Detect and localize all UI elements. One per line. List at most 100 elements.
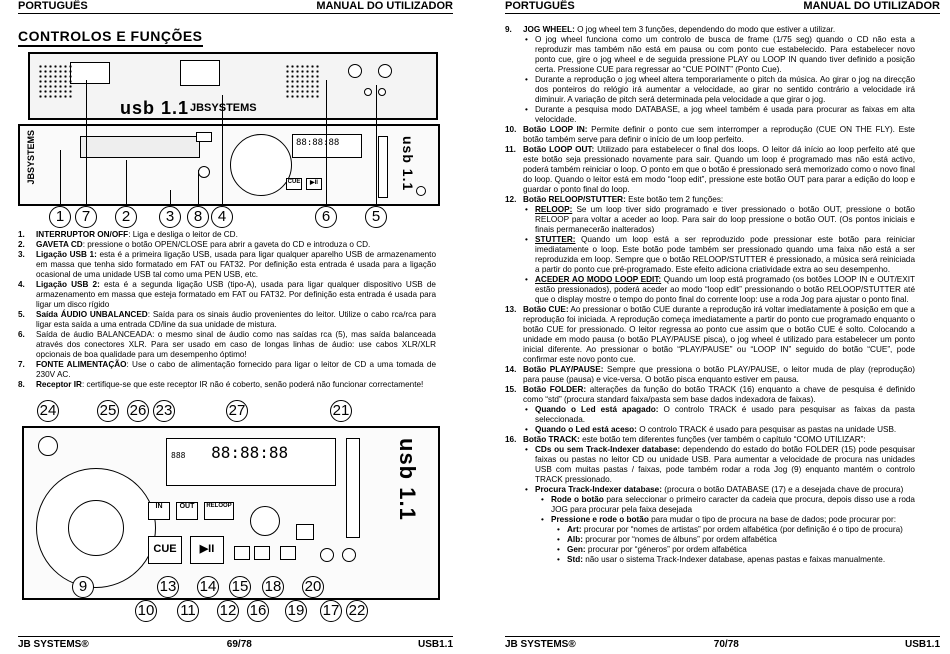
callout-number: 27 (226, 400, 248, 422)
front-display: 88:88:88 (292, 134, 362, 158)
usb-port-icon (196, 132, 212, 142)
list-item: 2.GAVETA CD: pressione o botão OPEN/CLOS… (18, 240, 371, 249)
main-display: 888 88:88:88 (166, 438, 336, 486)
front-brand-logo: JBSYSTEMS (26, 130, 36, 185)
cue-button-icon: CUE (148, 536, 182, 564)
front-panel-illustration: JBSYSTEMS 88:88:88 CUE ▶II usb 1.1 (18, 124, 440, 206)
list-item: 7.FONTE ALIMENTAÇÃO: Use o cabo de alime… (18, 360, 436, 379)
pitch-slider-icon (378, 136, 388, 198)
key-lock-button-icon (280, 546, 296, 560)
callout-number: 8 (187, 206, 209, 228)
page-footer: JB SYSTEMS® 69/78 USB1.1 (18, 636, 453, 650)
item-number: 10. (505, 125, 517, 134)
panel-model-logo: usb 1.1 (395, 438, 420, 521)
list-item: 16.Botão TRACK: este botão tem diferente… (505, 435, 866, 444)
controls-list: 1.INTERRUPTOR ON/OFF: Liga e desliga o l… (18, 230, 436, 390)
sub-item: Durante a pesquisa modo DATABASE, a jog … (505, 105, 915, 125)
footer-model: USB1.1 (417, 639, 453, 650)
display-time: 88:88:88 (211, 443, 289, 462)
list-item: 9.JOG WHEEL: O jog wheel tem 3 funções, … (505, 25, 836, 34)
reloop-button-icon: RELOOP (204, 502, 234, 520)
list-item: 3.Ligação USB 1: esta é a primeira ligaç… (18, 250, 436, 279)
list-item: 6.Saída de áudio BALANCEADA: o mesmo sin… (18, 330, 436, 359)
sub-item: Gen: procurar por “géneros” por ordem al… (505, 545, 915, 555)
vent-icon (38, 64, 72, 98)
vent-icon (285, 64, 319, 98)
footer-page-number: 69/78 (226, 639, 252, 650)
warning-label-icon (180, 60, 220, 86)
callout-number: 23 (153, 400, 175, 422)
sub-item: Art: procurar por “nomes de artistas” po… (505, 525, 915, 535)
rear-brand-logo: JBSYSTEMS (190, 102, 257, 114)
page-footer: JB SYSTEMS® 70/78 USB1.1 (505, 636, 940, 650)
callout-number: 3 (159, 206, 181, 228)
callout-number: 7 (75, 206, 97, 228)
search-forward-button-icon (254, 546, 270, 560)
rca-connector-icon (378, 88, 386, 96)
pitch-plus-button-icon (342, 548, 356, 562)
left-page: PORTUGUÊS MANUAL DO UTILIZADOR CONTROLOS… (18, 0, 453, 650)
callout-number: 18 (262, 576, 284, 598)
header-language: PORTUGUÊS (505, 0, 575, 12)
cd-tray-icon (80, 136, 200, 158)
item-number: 14. (505, 365, 517, 374)
rear-panel-illustration: usb 1.1 JBSYSTEMS (28, 52, 438, 120)
play-pause-button-icon: ▶II (190, 536, 224, 564)
callout-number: 13 (157, 576, 179, 598)
callout-number: 5 (365, 206, 387, 228)
front-play-icon: ▶II (306, 178, 322, 190)
callout-number: 25 (97, 400, 119, 422)
callout-number: 10 (135, 600, 157, 622)
search-back-button-icon (234, 546, 250, 560)
page-header: PORTUGUÊS MANUAL DO UTILIZADOR (18, 0, 453, 14)
sub-item: Quando o Led está apagado: O controlo TR… (505, 405, 915, 425)
sub-item: RELOOP: Se um loop tiver sido programado… (505, 205, 915, 235)
footer-page-number: 70/78 (713, 639, 739, 650)
callout-number: 24 (37, 400, 59, 422)
item-number: 15. (505, 385, 517, 394)
callout-number: 15 (229, 576, 251, 598)
section-title: CONTROLOS E FUNÇÕES (18, 28, 203, 47)
rear-model-logo: usb 1.1 (120, 98, 190, 118)
pitch-slider-icon (346, 438, 360, 538)
item-number: 9. (505, 25, 512, 34)
sub-item: ACEDER AO MODO LOOP EDIT: Quando um loop… (505, 275, 915, 305)
header-manual-title: MANUAL DO UTILIZADOR (316, 0, 453, 12)
track-knob-icon (250, 506, 280, 536)
list-item: 13.Botão CUE: Ao pressionar o botão CUE … (505, 305, 915, 364)
load-track-button-icon (38, 436, 58, 456)
header-language: PORTUGUÊS (18, 0, 88, 12)
loop-out-button-icon: OUT (176, 502, 198, 520)
callout-number: 9 (72, 576, 94, 598)
sub-item: Durante a reprodução o jog wheel altera … (505, 75, 915, 105)
callout-number: 14 (197, 576, 219, 598)
front-cue-icon: CUE (286, 178, 302, 190)
power-socket-icon (70, 62, 110, 84)
loop-in-button-icon: IN (148, 502, 170, 520)
list-item: 10.Botão LOOP IN: Permite definir o pont… (505, 125, 915, 144)
list-item: 14.Botão PLAY/PAUSE: Sempre que pression… (505, 365, 915, 384)
callout-number: 21 (330, 400, 352, 422)
percent-button-icon (296, 524, 314, 540)
sub-item: O jog wheel funciona como um controlo de… (505, 35, 915, 75)
pitch-minus-button-icon (320, 548, 334, 562)
callout-number: 1 (49, 206, 71, 228)
sub-item: Quando o Led está aceso: O controlo TRAC… (505, 425, 915, 435)
power-button-icon (416, 186, 426, 196)
callout-number: 20 (302, 576, 324, 598)
xlr-connector-icon (378, 64, 392, 78)
sub-item: STUTTER: Quando um loop está a ser repro… (505, 235, 915, 275)
callout-number: 16 (247, 600, 269, 622)
rca-connector-icon (364, 88, 372, 96)
display-track-number: 888 (171, 451, 186, 460)
footer-brand: JB SYSTEMS® (18, 639, 89, 650)
callout-number: 17 (320, 600, 342, 622)
callout-number: 11 (177, 600, 199, 622)
callout-number: 19 (285, 600, 307, 622)
item-number: 13. (505, 305, 517, 314)
sub-item: Rode o botão para seleccionar o primeiro… (505, 495, 915, 515)
jog-wheel-icon (230, 134, 292, 196)
item-number: 12. (505, 195, 517, 204)
header-manual-title: MANUAL DO UTILIZADOR (803, 0, 940, 12)
footer-model: USB1.1 (904, 639, 940, 650)
